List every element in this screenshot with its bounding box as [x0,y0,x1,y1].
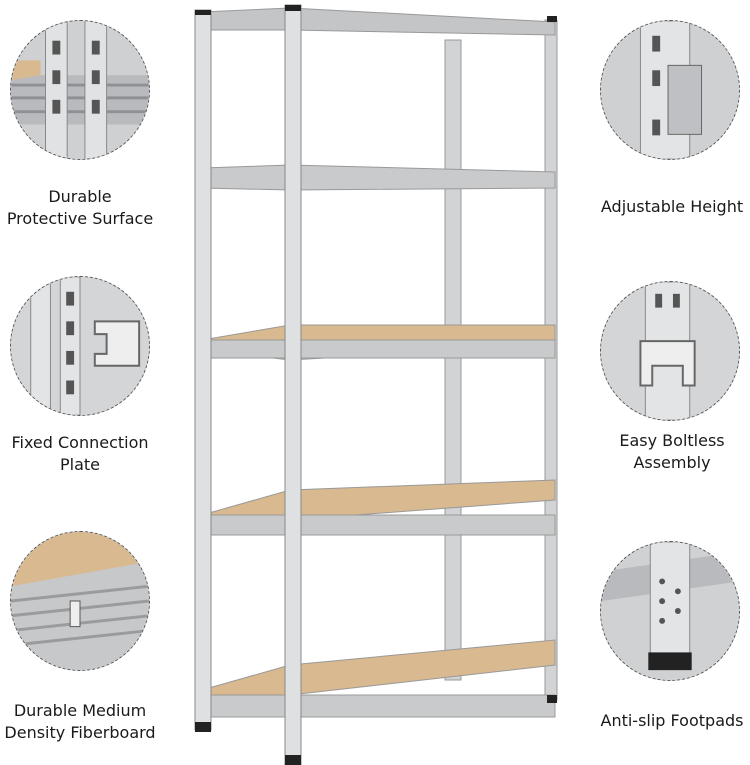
back-posts [444,19,558,701]
label-line: Anti-slip Footpads [600,711,744,730]
front-posts [194,4,302,765]
label-line: Protective Surface [6,209,154,228]
label-line: Easy Boltless [619,431,725,450]
feature-label-fixed-connection-plate: Fixed Connection Plate [0,432,180,476]
label-line: Durable [48,187,112,206]
footpad-closeup-icon [600,541,740,681]
label-line: Adjustable Height [600,197,744,216]
label-line: Plate [59,455,100,474]
feature-label-durable-protective-surface: Durable Protective Surface [0,186,180,230]
metal-surface-closeup-icon [10,20,150,160]
label-line: Fixed Connection [11,433,149,452]
adjustable-slot-closeup-icon [600,20,740,160]
feature-label-anti-slip-footpads: Anti-slip Footpads [572,710,750,732]
label-line: Assembly [633,453,711,472]
label-line: Durable Medium [13,701,147,720]
shelves [201,7,556,718]
boltless-clip-closeup-icon [600,281,740,421]
footpads [195,5,557,765]
shelving-unit-image [194,4,558,765]
feature-label-easy-boltless-assembly: Easy Boltless Assembly [572,430,750,474]
feature-label-durable-medium-density-fiberboard: Durable Medium Density Fiberboard [0,700,180,744]
connection-plate-closeup-icon [10,276,150,416]
label-line: Density Fiberboard [4,723,156,742]
fiberboard-closeup-icon [10,531,150,671]
feature-label-adjustable-height: Adjustable Height [572,196,750,218]
